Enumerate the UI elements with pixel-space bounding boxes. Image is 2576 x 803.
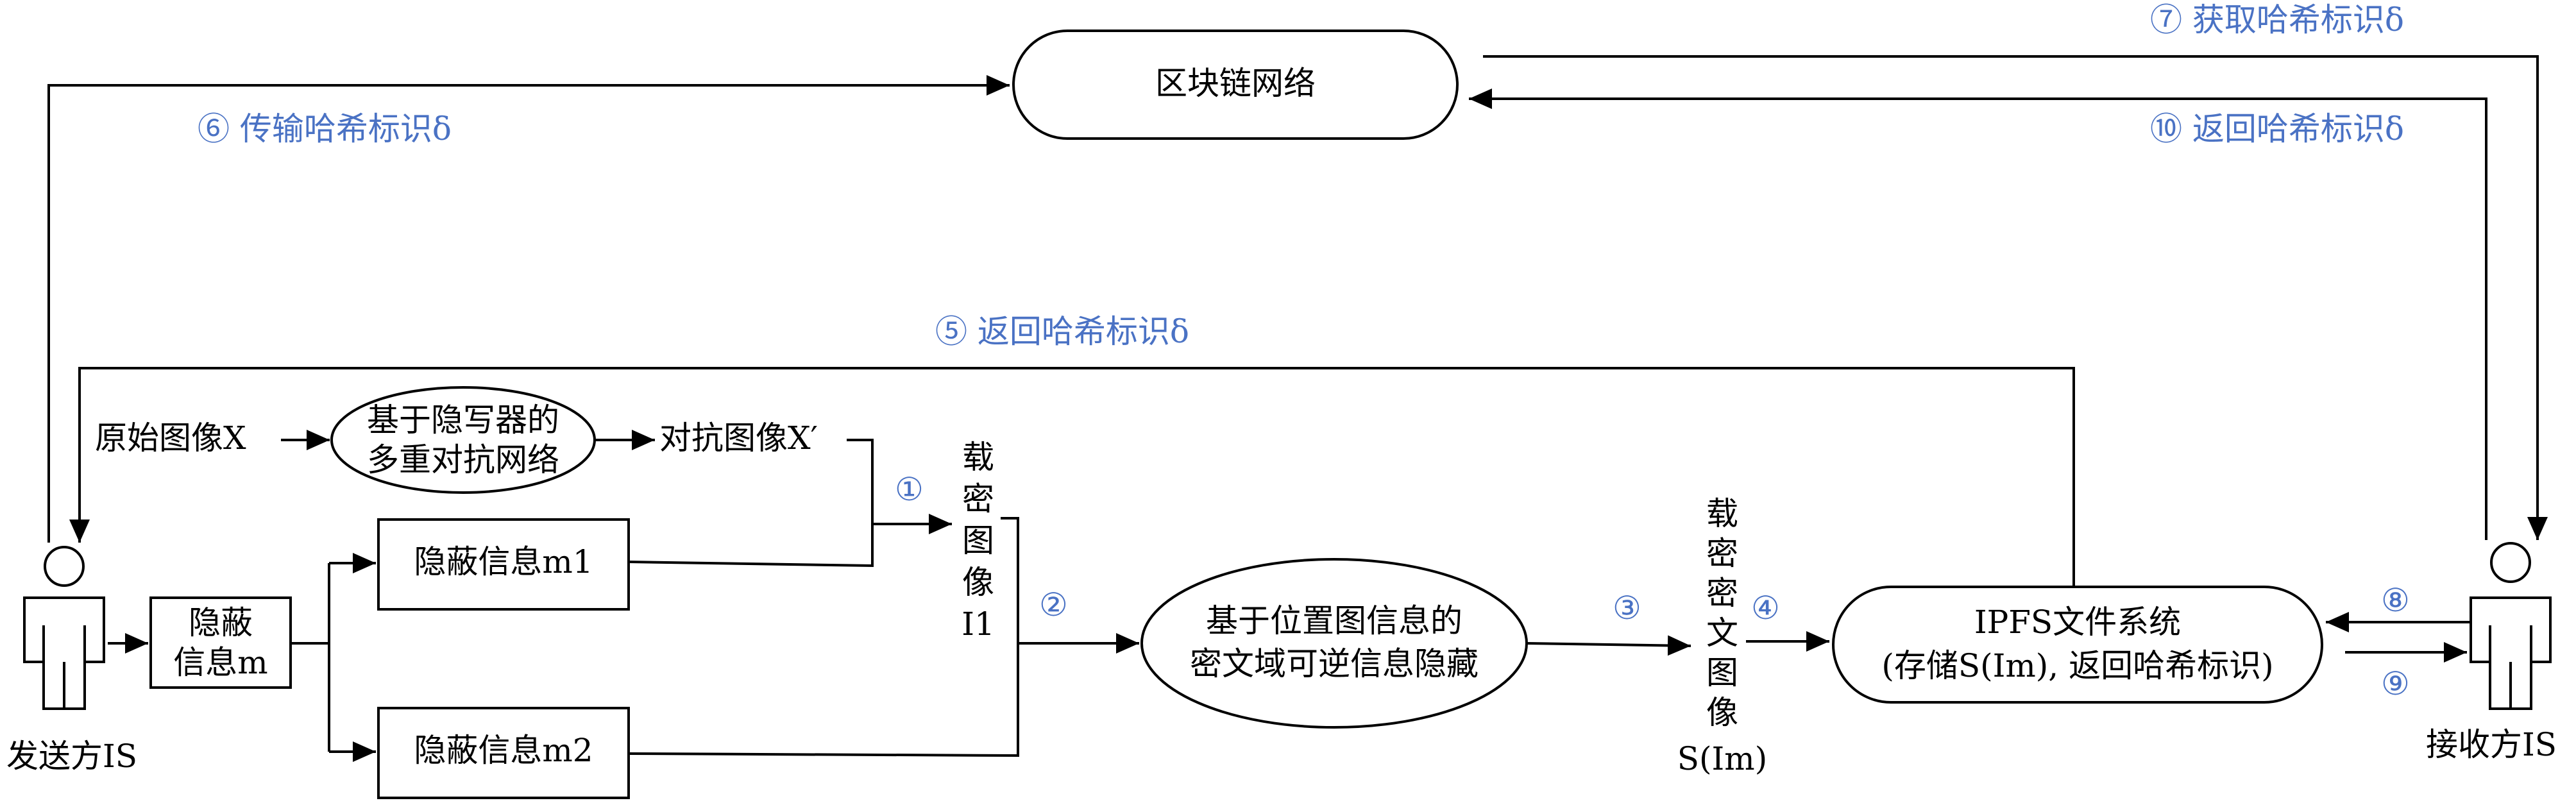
reversible-hiding-label-2: 密文域可逆信息隐藏 xyxy=(1190,645,1479,682)
svg-text:密: 密 xyxy=(962,480,994,518)
secret-info-node xyxy=(149,596,292,689)
edge-step10-return-hash xyxy=(1469,89,2487,540)
carrier-image-label: 载 密 图 像 I1 xyxy=(962,439,995,643)
adversarial-image-label: 对抗图像X′ xyxy=(659,419,818,457)
svg-text:图: 图 xyxy=(962,522,994,559)
svg-text:I1: I1 xyxy=(962,605,995,643)
secret-info-label-2: 信息m xyxy=(173,644,267,681)
svg-text:像: 像 xyxy=(962,564,994,601)
ipfs-label-1: IPFS文件系统 xyxy=(1974,604,2181,641)
ipfs-label-2: (存储S(Im), 返回哈希标识) xyxy=(1881,647,2273,684)
step-10-label: ⑩ 返回哈希标识δ xyxy=(2150,110,2404,148)
secret-m1-label: 隐蔽信息m1 xyxy=(414,543,593,580)
svg-text:密: 密 xyxy=(1706,535,1738,572)
svg-text:载: 载 xyxy=(962,439,994,476)
cipher-image-label: 载 密 密 文 图 像 S(Im) xyxy=(1677,495,1767,777)
sender-label: 发送方IS xyxy=(6,738,137,775)
edge-step6-transmit-hash xyxy=(47,75,1010,543)
step-5-label: ⑤ 返回哈希标识δ xyxy=(935,313,1189,350)
edge-step7-get-hash xyxy=(1483,55,2548,540)
secret-info-label-1: 隐蔽 xyxy=(189,604,253,641)
edge-adversarial-image-to-merge xyxy=(628,439,874,568)
svg-text:文: 文 xyxy=(1706,614,1738,652)
secret-m2-label: 隐蔽信息m2 xyxy=(414,732,593,769)
ipfs-node xyxy=(1832,586,2323,704)
step-8-label: ⑧ xyxy=(2381,582,2410,619)
reversible-hiding-node xyxy=(1140,558,1528,729)
svg-text:S(Im): S(Im) xyxy=(1677,740,1767,777)
step-9-label: ⑨ xyxy=(2381,665,2410,702)
svg-text:密: 密 xyxy=(1706,575,1738,612)
step-7-label: ⑦ 获取哈希标识δ xyxy=(2150,1,2404,38)
step-3-label: ③ xyxy=(1613,589,1641,627)
edge-step5-return-hash xyxy=(69,367,2075,587)
blockchain-network-node xyxy=(1012,30,1459,140)
adversarial-network-label-2: 多重对抗网络 xyxy=(367,441,559,478)
reversible-hiding-label-1: 基于位置图信息的 xyxy=(1206,602,1462,639)
edge-carrier-m2-to-merge xyxy=(628,517,1019,757)
edge-secret-info-split xyxy=(291,563,330,752)
original-image-label: 原始图像X xyxy=(95,419,246,457)
sender-person-icon xyxy=(23,546,105,710)
svg-text:像: 像 xyxy=(1706,694,1738,731)
edge-step3-to-cipher xyxy=(1526,635,1691,656)
blockchain-network-label: 区块链网络 xyxy=(1155,65,1316,102)
secret-m1-node xyxy=(377,518,630,611)
step-4-label: ④ xyxy=(1751,589,1780,627)
secret-m2-node xyxy=(377,707,630,799)
svg-text:载: 载 xyxy=(1706,495,1738,532)
svg-text:图: 图 xyxy=(1706,654,1738,691)
receiver-person-icon xyxy=(2470,542,2552,710)
step-1-label: ① xyxy=(895,471,924,508)
step-2-label: ② xyxy=(1039,586,1068,623)
receiver-label: 接收方IS xyxy=(2426,726,2557,763)
adversarial-network-label-1: 基于隐写器的 xyxy=(367,402,559,439)
step-6-label: ⑥ 传输哈希标识δ xyxy=(198,110,452,148)
